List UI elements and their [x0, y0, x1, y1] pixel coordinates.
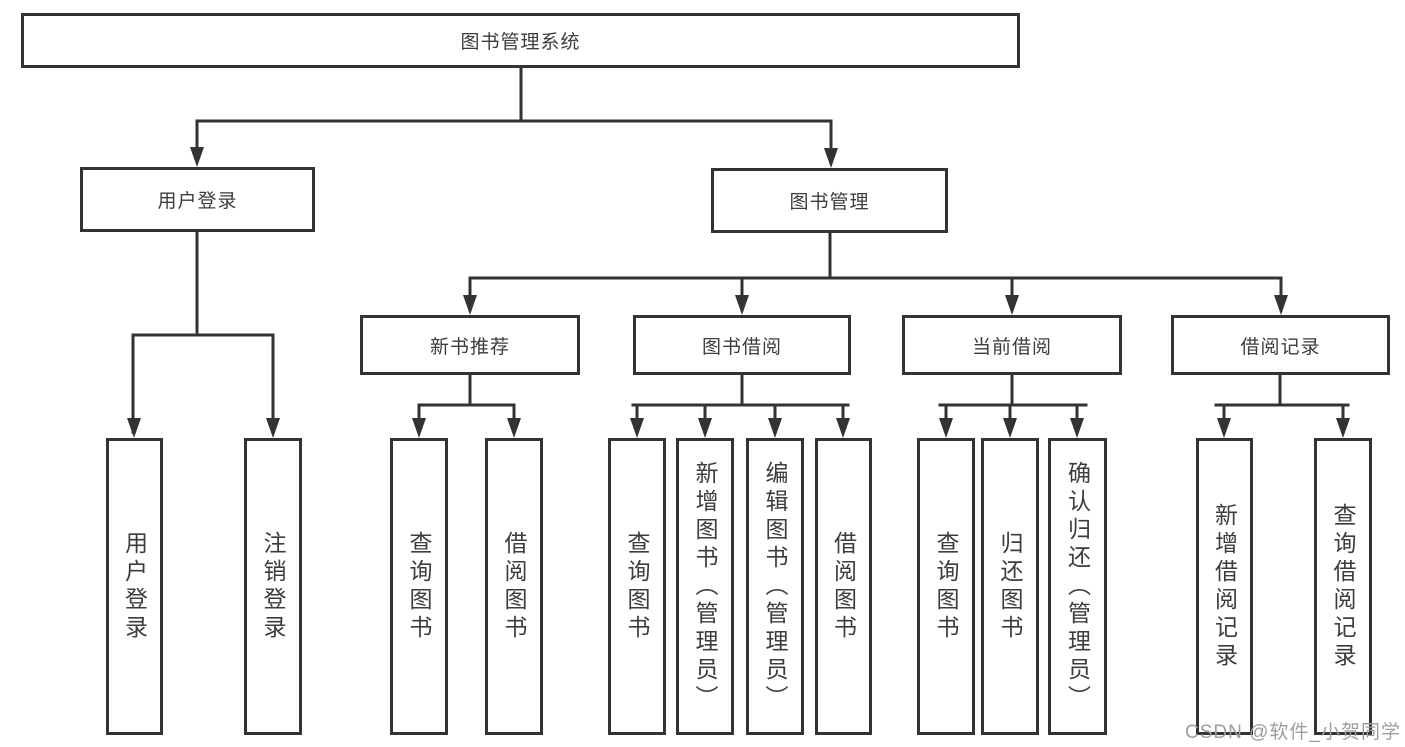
- leaf-confirm-return-admin: 确认归还（管理员）: [1048, 438, 1107, 735]
- leaf-return-books: 归还图书: [981, 438, 1039, 735]
- leaf-logout-label: 注销登录: [260, 530, 286, 643]
- arrow-down-icon: [507, 418, 521, 438]
- arrow-down-icon: [412, 418, 426, 438]
- arrow-down-icon: [768, 418, 782, 438]
- leaf-borrow-books-recommend-label: 借阅图书: [501, 530, 527, 643]
- leaf-borrow-books-recommend: 借阅图书: [485, 438, 543, 735]
- leaf-borrow-books-borrowing: 借阅图书: [815, 438, 872, 735]
- connector-root-to-level2: [195, 66, 833, 165]
- node-book-borrowing-label: 图书借阅: [701, 336, 782, 358]
- node-root-system: 图书管理系统: [21, 13, 1020, 68]
- leaf-return-books-label: 归还图书: [997, 530, 1023, 643]
- arrow-down-icon: [1003, 418, 1017, 438]
- leaf-query-borrow-record: 查询借阅记录: [1314, 438, 1372, 735]
- arrow-down-icon: [190, 147, 204, 167]
- connector-new-book-children: [417, 373, 516, 434]
- leaf-add-borrow-record-label: 新增借阅记录: [1211, 502, 1238, 671]
- arrow-down-icon: [698, 418, 712, 438]
- connector-book-management-children: [468, 231, 1283, 312]
- node-user-login-label: 用户登录: [157, 191, 238, 212]
- leaf-query-books-borrowing-label: 查询图书: [624, 530, 650, 643]
- arrow-down-icon: [1005, 295, 1019, 315]
- arrow-down-icon: [463, 295, 477, 315]
- node-book-management-label: 图书管理: [789, 192, 870, 213]
- connector-borrowing-records-children: [1214, 373, 1350, 434]
- leaf-query-books-current: 查询图书: [917, 438, 975, 735]
- node-borrowing-records-label: 借阅记录: [1240, 336, 1321, 358]
- node-user-login: 用户登录: [80, 167, 315, 232]
- leaf-query-books-recommend: 查询图书: [390, 438, 448, 735]
- node-current-borrowing: 当前借阅: [902, 315, 1122, 375]
- watermark: CSDN @软件_小贺同学: [1185, 722, 1401, 743]
- arrow-down-icon: [127, 418, 141, 438]
- connector-current-borrowing-children: [938, 373, 1088, 434]
- leaf-query-borrow-record-label: 查询借阅记录: [1330, 502, 1356, 671]
- leaf-add-borrow-record: 新增借阅记录: [1196, 438, 1253, 735]
- arrow-down-icon: [1274, 295, 1288, 315]
- leaf-query-books-current-label: 查询图书: [933, 530, 959, 643]
- leaf-confirm-return-admin-label: 确认归还（管理员）: [1064, 460, 1091, 713]
- arrow-down-icon: [266, 418, 280, 438]
- arrow-down-icon: [735, 295, 749, 315]
- leaf-add-books-admin-label: 新增图书（管理员）: [692, 460, 718, 713]
- leaf-add-books-admin: 新增图书（管理员）: [676, 438, 734, 735]
- leaf-query-books-recommend-label: 查询图书: [406, 530, 432, 643]
- node-new-book-recommendation-label: 新书推荐: [429, 336, 510, 358]
- arrow-down-icon: [1336, 418, 1350, 438]
- leaf-edit-books-admin: 编辑图书（管理员）: [746, 438, 804, 735]
- connector-book-borrowing-children: [631, 373, 850, 434]
- node-borrowing-records: 借阅记录: [1171, 315, 1390, 375]
- node-current-borrowing-label: 当前借阅: [971, 336, 1052, 358]
- arrow-down-icon: [1217, 418, 1231, 438]
- arrow-down-icon: [824, 148, 838, 168]
- node-new-book-recommendation: 新书推荐: [360, 315, 580, 375]
- leaf-query-books-borrowing: 查询图书: [608, 438, 666, 735]
- arrow-down-icon: [836, 418, 850, 438]
- leaf-edit-books-admin-label: 编辑图书（管理员）: [762, 460, 788, 713]
- arrow-down-icon: [1070, 418, 1084, 438]
- connector-user-login-children: [131, 230, 275, 434]
- arrow-down-icon: [939, 418, 953, 438]
- leaf-user-login: 用户登录: [106, 438, 163, 735]
- leaf-logout: 注销登录: [244, 438, 302, 735]
- node-root-system-label: 图书管理系统: [460, 32, 581, 53]
- arrow-down-icon: [630, 418, 644, 438]
- leaf-user-login-label: 用户登录: [121, 530, 148, 643]
- node-book-management: 图书管理: [711, 168, 948, 233]
- leaf-borrow-books-borrowing-label: 借阅图书: [830, 530, 857, 643]
- node-book-borrowing: 图书借阅: [633, 315, 851, 375]
